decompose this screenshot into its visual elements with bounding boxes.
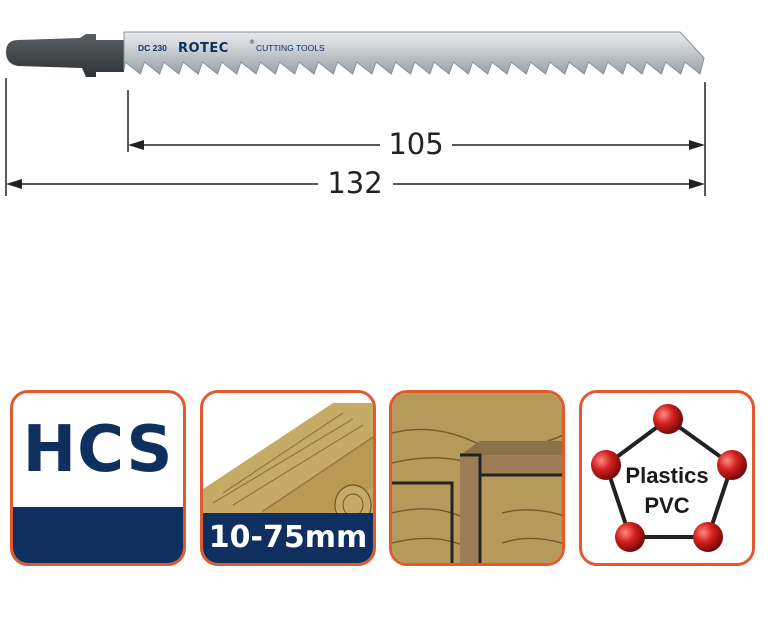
navy-band	[203, 513, 373, 563]
model-code: DC 230	[138, 43, 167, 53]
arrow-head-left	[6, 179, 22, 189]
material-label-pvc: PVC	[644, 493, 690, 518]
brand-registered-mark: ®	[249, 39, 255, 46]
material-grade-label: HCS	[22, 413, 174, 487]
material-type-badge: Plastics PVC	[579, 390, 755, 566]
blade-body	[123, 31, 705, 75]
material-label-plastics: Plastics	[625, 463, 709, 488]
total-length-label: 132	[327, 166, 382, 200]
arrow-head-right	[689, 179, 705, 189]
blade-shank	[6, 34, 124, 77]
working-length-label: 105	[388, 127, 443, 161]
brand-logo: ROTEC	[178, 41, 229, 56]
cutting-depth-badge: 10-75mm	[200, 390, 376, 566]
jigsaw-blade-diagram: DC 230 ROTEC ® CUTTING TOOLS 105 132	[5, 31, 706, 200]
wood-joint-illustration	[392, 393, 562, 563]
arrow-head-left	[128, 140, 144, 150]
clean-cut-joint-badge	[389, 390, 565, 566]
dimension-markers	[5, 78, 706, 196]
molecule-pentagon-icon	[591, 404, 747, 552]
cutting-depth-label: 10-75mm	[208, 520, 368, 555]
brand-tagline: CUTTING TOOLS	[256, 43, 325, 53]
navy-band	[13, 507, 183, 563]
material-grade-badge: HCS	[10, 390, 186, 566]
arrow-head-right	[689, 140, 705, 150]
